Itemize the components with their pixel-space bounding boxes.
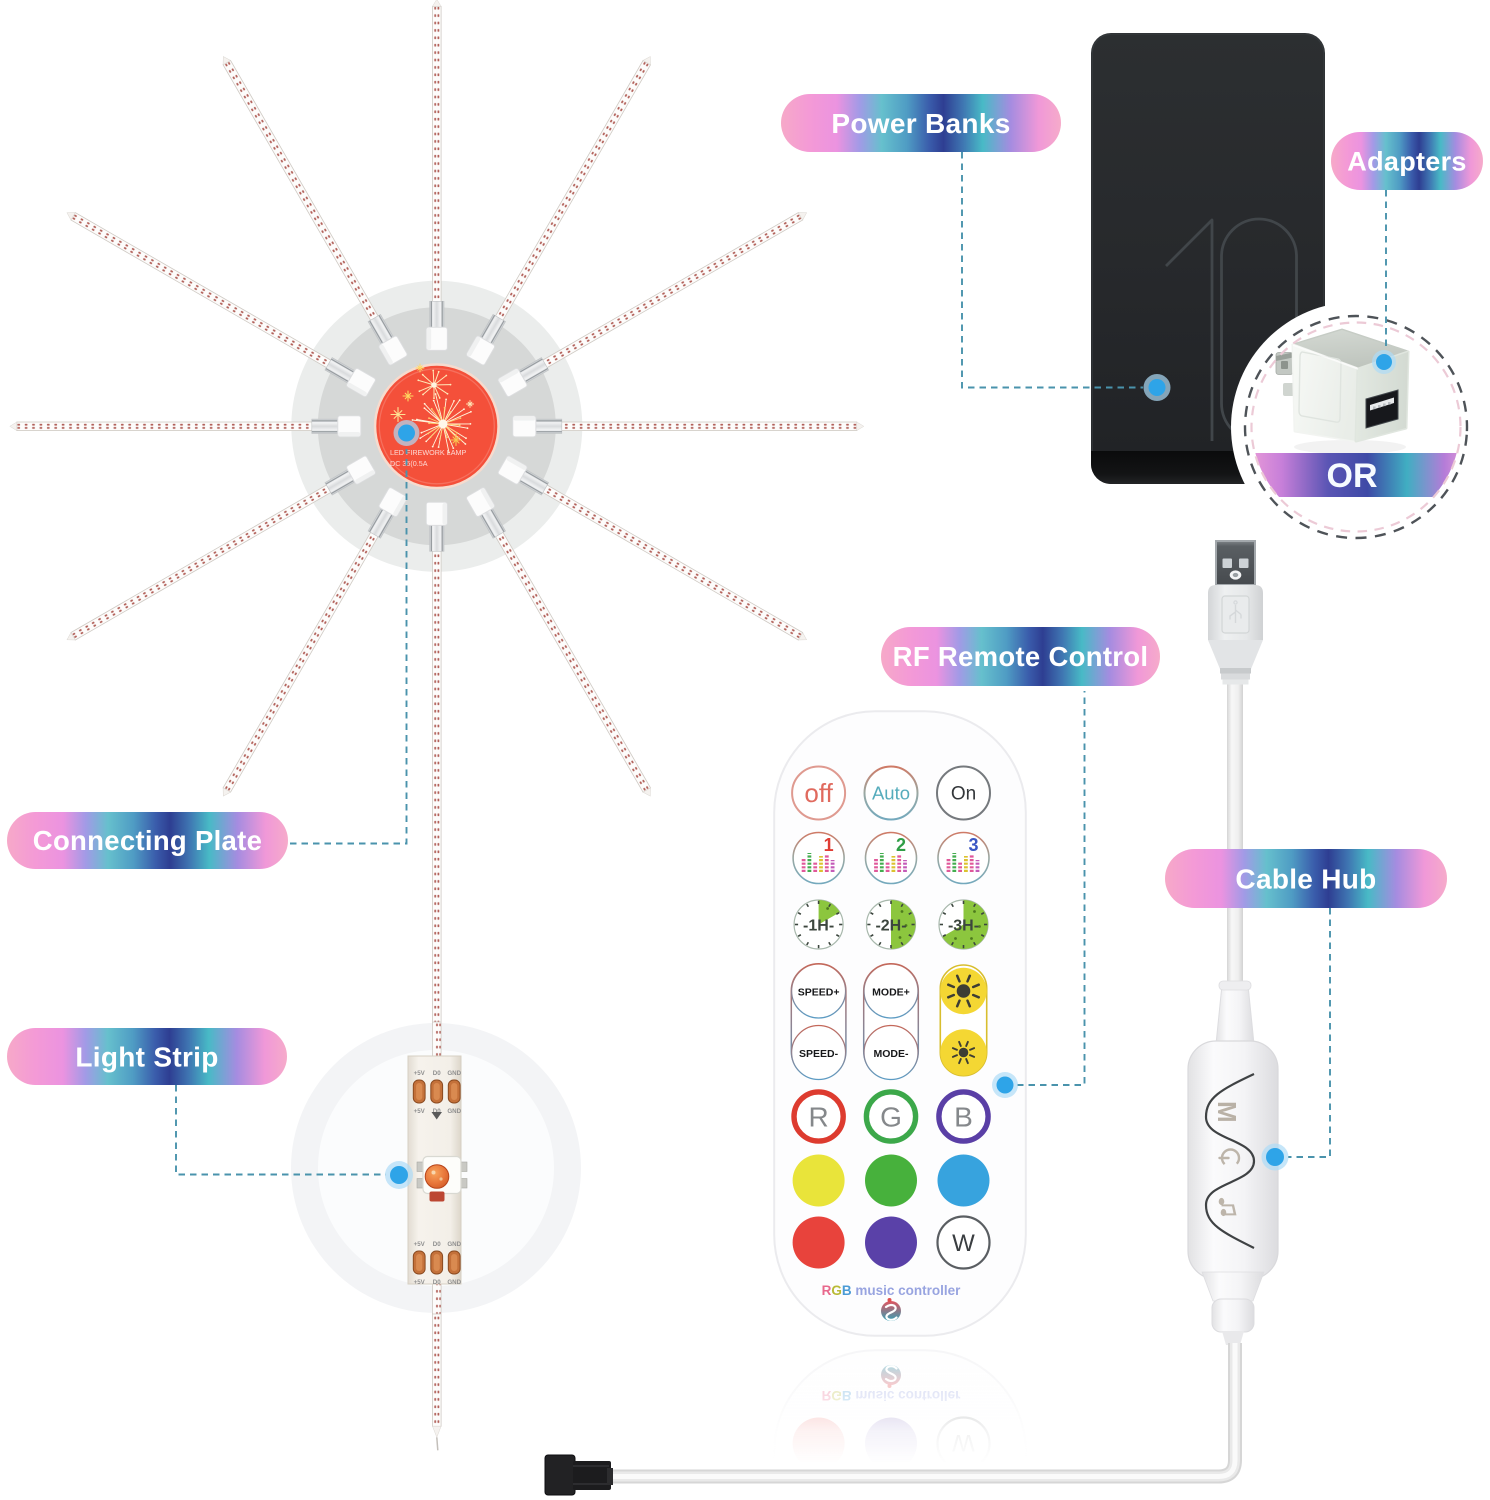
svg-text:D0: D0: [433, 1279, 441, 1286]
svg-text:3: 3: [968, 835, 978, 855]
svg-text:W: W: [952, 1230, 975, 1257]
svg-text:-3H-: -3H-: [948, 918, 979, 935]
svg-text:DC 36(0.5A: DC 36(0.5A: [390, 459, 428, 468]
svg-text:Adapters: Adapters: [1347, 146, 1466, 176]
svg-text:MODE-: MODE-: [874, 1048, 910, 1060]
svg-text:+5V: +5V: [414, 1241, 426, 1248]
svg-text:OR: OR: [1327, 457, 1378, 495]
svg-text:SPEED-: SPEED-: [799, 1048, 839, 1060]
svg-text:GND: GND: [447, 1070, 461, 1077]
svg-text:RGB music controller: RGB music controller: [822, 1283, 962, 1298]
svg-text:D0: D0: [433, 1241, 441, 1248]
svg-text:+5V: +5V: [414, 1108, 426, 1115]
svg-text:GND: GND: [447, 1279, 461, 1286]
svg-text:R: R: [808, 1102, 828, 1133]
svg-text:+5V: +5V: [414, 1070, 426, 1077]
svg-text:Power Banks: Power Banks: [831, 108, 1010, 139]
svg-text:1: 1: [824, 835, 834, 855]
svg-text:off: off: [804, 778, 833, 808]
svg-text:-2H-: -2H-: [875, 918, 906, 935]
svg-text:GND: GND: [447, 1241, 461, 1248]
svg-text:Light Strip: Light Strip: [75, 1041, 218, 1072]
svg-text:B: B: [954, 1102, 973, 1133]
svg-text:M: M: [1212, 1101, 1242, 1123]
svg-text:+5V: +5V: [414, 1279, 426, 1286]
svg-text:-1H-: -1H-: [803, 918, 834, 935]
svg-text:RF Remote Control: RF Remote Control: [893, 641, 1149, 672]
svg-text:Cable Hub: Cable Hub: [1235, 863, 1376, 894]
svg-text:D0: D0: [433, 1070, 441, 1077]
svg-text:SPEED+: SPEED+: [798, 987, 840, 999]
svg-text:MODE+: MODE+: [872, 987, 910, 999]
svg-text:GND: GND: [447, 1108, 461, 1115]
svg-text:2: 2: [896, 835, 906, 855]
svg-text:Connecting Plate: Connecting Plate: [33, 825, 262, 856]
svg-text:G: G: [880, 1102, 902, 1133]
svg-text:D0: D0: [433, 1108, 441, 1115]
svg-text:On: On: [951, 784, 976, 805]
svg-text:LED FIREWORK LAMP: LED FIREWORK LAMP: [390, 448, 466, 457]
svg-text:Auto: Auto: [872, 782, 910, 803]
